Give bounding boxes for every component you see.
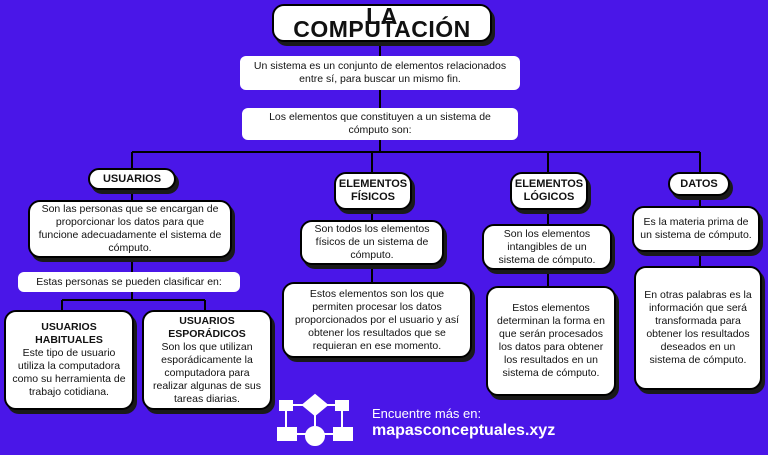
elementos-fisicos-description-text: Son todos los elementos físicos de un si… (314, 223, 430, 261)
usuarios-classification-text: Estas personas se pueden clasificar en: (36, 275, 222, 288)
elementos-fisicos-description: Son todos los elementos físicos de un si… (300, 220, 444, 265)
definition-text: Un sistema es un conjunto de elementos r… (253, 60, 507, 85)
usuarios-esporadicos-box: USUARIOS ESPORÁDICOS Son los que utiliza… (142, 310, 272, 410)
datos-label: DATOS (680, 177, 718, 190)
flowchart-logo-icon (277, 393, 353, 446)
definition-box: Un sistema es un conjunto de elementos r… (240, 56, 520, 90)
usuarios-esporadicos-label: USUARIOS ESPORÁDICOS (168, 314, 246, 340)
elementos-logicos-description-text: Son los elementos intangibles de un sist… (498, 227, 596, 266)
footer-site-link[interactable]: mapasconceptuales.xyz (372, 422, 556, 439)
elementos-logicos-description: Son los elementos intangibles de un sist… (482, 224, 612, 270)
elementos-logicos-detail: Estos elementos determinan la forma en q… (486, 286, 616, 396)
usuarios-habituales-label: USUARIOS HABITUALES (35, 321, 103, 346)
elements-intro-text: Los elementos que constituyen a un siste… (269, 111, 491, 136)
usuarios-classification: Estas personas se pueden clasificar en: (18, 272, 240, 292)
usuarios-habituales-text: Este tipo de usuario utiliza la computad… (12, 347, 126, 398)
elementos-logicos-heading: ELEMENTOS LÓGICOS (510, 172, 588, 210)
elementos-fisicos-heading: ELEMENTOS FÍSICOS (334, 172, 412, 210)
footer-credit: Encuentre más en: mapasconceptuales.xyz (372, 405, 555, 439)
datos-detail: En otras palabras es la información que … (634, 266, 762, 390)
page-title: LA COMPUTACIÓN (272, 4, 492, 42)
usuarios-heading: USUARIOS (88, 168, 176, 190)
usuarios-esporadicos-text: Son los que utilizan esporádicamente la … (153, 340, 261, 405)
title-text: LA COMPUTACIÓN (293, 3, 471, 42)
elementos-fisicos-detail-text: Estos elementos son los que permiten pro… (294, 287, 459, 352)
elementos-fisicos-detail: Estos elementos son los que permiten pro… (282, 282, 472, 358)
footer-prefix: Encuentre más en: (372, 406, 482, 421)
usuarios-description-text: Son las personas que se encargan de prop… (38, 203, 222, 254)
datos-detail-text: En otras palabras es la información que … (644, 289, 752, 366)
elementos-logicos-detail-text: Estos elementos determinan la forma en q… (497, 302, 605, 379)
datos-heading: DATOS (668, 172, 730, 196)
datos-description: Es la materia prima de un sistema de cóm… (632, 206, 760, 252)
usuarios-description: Son las personas que se encargan de prop… (28, 200, 232, 258)
usuarios-habituales-box: USUARIOS HABITUALES Este tipo de usuario… (4, 310, 134, 410)
elementos-fisicos-label: ELEMENTOS FÍSICOS (338, 178, 408, 203)
datos-description-text: Es la materia prima de un sistema de cóm… (640, 216, 752, 241)
elements-intro-box: Los elementos que constituyen a un siste… (242, 108, 518, 140)
usuarios-label: USUARIOS (102, 172, 162, 185)
elementos-logicos-label: ELEMENTOS LÓGICOS (514, 178, 584, 203)
